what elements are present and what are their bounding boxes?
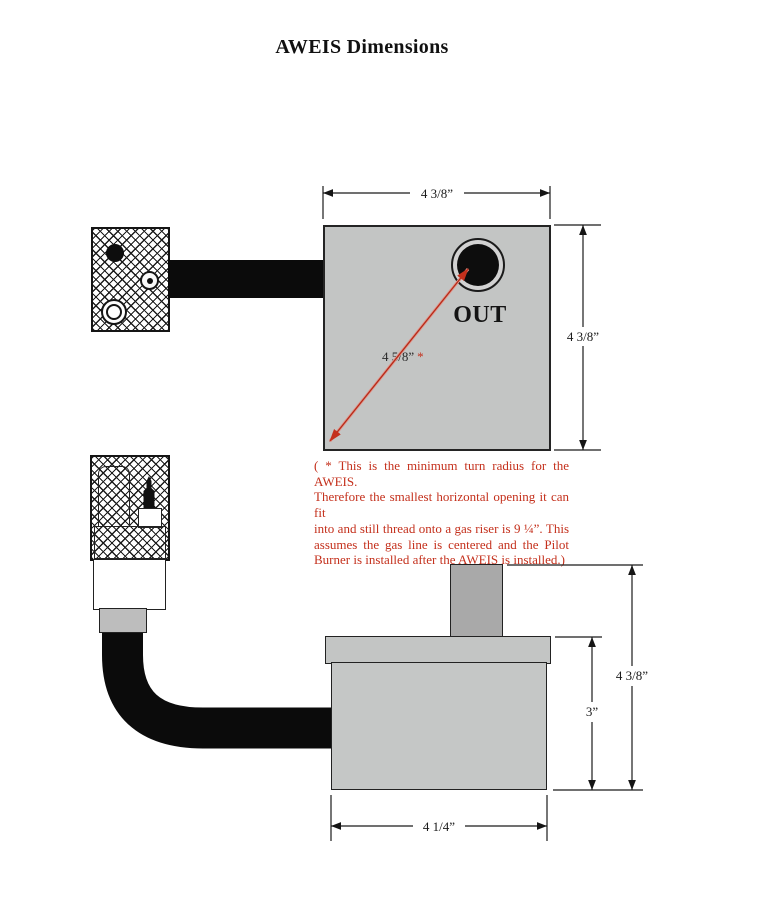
- page-title: AWEIS Dimensions: [275, 36, 449, 58]
- connector-pin-terminal-icon: [140, 271, 159, 290]
- side-view-width-dimension: [330, 795, 548, 841]
- side-view-igniter-connector: [90, 455, 170, 561]
- note-line: into and still thread onto a gas riser i…: [314, 520, 569, 536]
- top-view-body: OUT 4 5/8”*: [323, 225, 551, 451]
- side-view-connector-body: [93, 559, 166, 610]
- note-line: assumes the gas line is centered and the…: [314, 536, 569, 552]
- top-view-cable: [168, 260, 326, 298]
- connector-lower-band: [94, 526, 166, 559]
- gas-out-port-hole: [457, 244, 499, 286]
- top-view-width-dimension-label: 4 3/8”: [411, 186, 463, 201]
- connector-ring-terminal-icon: [101, 299, 127, 325]
- electrode-base-box: [138, 508, 162, 528]
- gas-out-port: [451, 238, 505, 292]
- side-view-body: [331, 662, 547, 790]
- note-line: ( * This is the minimum turn radius for …: [314, 458, 569, 489]
- side-view-cable-nut: [99, 608, 147, 633]
- top-view-wire-connector: [91, 227, 170, 332]
- out-label: OUT: [453, 302, 507, 328]
- turn-radius-asterisk: *: [417, 349, 424, 364]
- note-line: Burner is installed after the AWEIS is i…: [314, 552, 565, 568]
- side-view-flange: [325, 636, 551, 664]
- note-line: Therefore the smallest horizontal openin…: [314, 489, 569, 521]
- connector-solid-terminal-icon: [106, 244, 124, 262]
- side-view-width-dimension-label: 4 1/4”: [414, 819, 464, 834]
- turn-radius-value: 4 5/8”: [382, 349, 415, 364]
- side-view-body-height-dimension-label: 3”: [579, 704, 605, 719]
- connector-ring-inner-icon: [106, 304, 122, 320]
- side-view-gas-riser-stub: [450, 564, 503, 640]
- side-view-cable-elbow: [102, 631, 335, 749]
- turn-radius-dimension-label: 4 5/8”*: [382, 349, 424, 365]
- side-view-overall-height-dimension-label: 4 3/8”: [608, 668, 656, 683]
- connector-slot-outline: [98, 466, 130, 527]
- turn-radius-note: ( * This is the minimum turn radius for …: [314, 458, 569, 568]
- connector-pin-dot-icon: [146, 277, 153, 284]
- top-view-height-dimension-label: 4 3/8”: [560, 329, 606, 344]
